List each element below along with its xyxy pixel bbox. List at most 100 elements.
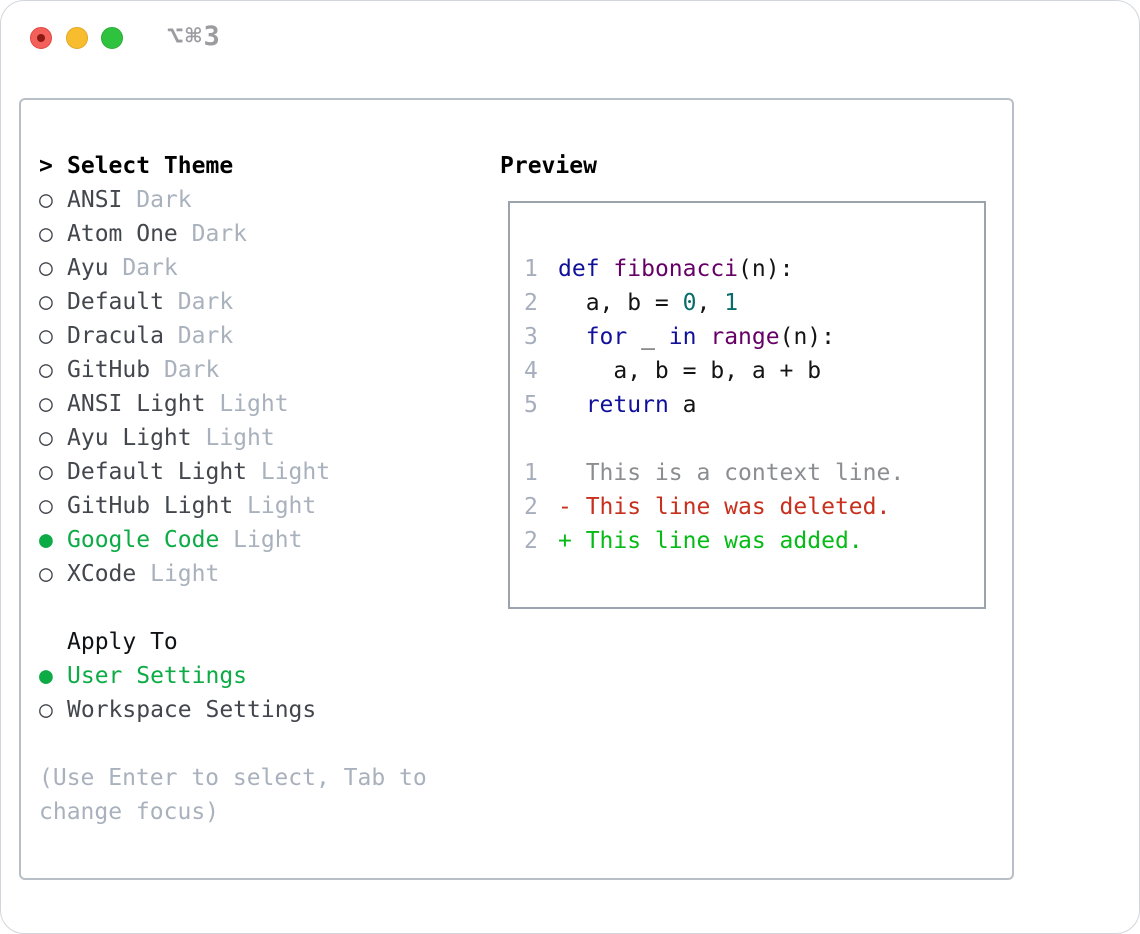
code-line: 5 return a (524, 388, 984, 422)
option-label: Google Code (67, 527, 220, 553)
option-label: Workspace Settings (67, 697, 317, 723)
option-label: XCode (67, 561, 137, 587)
radio-off-icon: ○ (39, 391, 53, 417)
apply-to-indent (39, 629, 67, 655)
prompt-marker-icon: > (39, 153, 53, 179)
theme-option-default-light[interactable]: ○Default Light Light (39, 455, 427, 489)
apply-to-title: Apply To (67, 629, 178, 655)
apply-to-header-row: Apply To (39, 625, 427, 659)
apply-to-list: ● User Settings ○ Workspace Settings (39, 659, 427, 727)
code-token-pl: a, b = b, a + b (558, 358, 822, 384)
option-variant: Dark (122, 187, 192, 213)
option-label: Atom One (67, 221, 178, 247)
option-variant: Dark (163, 323, 234, 349)
radio-off-icon: ○ (39, 357, 53, 383)
code-token-fn: range (710, 324, 780, 350)
radio-on-icon: ● (39, 527, 53, 553)
code-token-add: + This line was added. (558, 528, 863, 554)
code-token-pl (558, 324, 586, 350)
option-variant: Dark (150, 357, 220, 383)
theme-option-xcode[interactable]: ○ XCode Light (39, 557, 427, 591)
option-variant: Light (191, 425, 275, 451)
diff-line: 1 This is a context line. (524, 456, 984, 490)
code-token-kw: def (558, 256, 600, 282)
radio-on-icon: ● (39, 663, 53, 689)
code-token-pl: a (668, 392, 697, 418)
close-dot-icon (37, 34, 45, 42)
option-label: Ayu Light (67, 425, 192, 451)
line-number: 4 (524, 358, 538, 384)
radio-off-icon: ○ (39, 459, 53, 485)
window-title: ⌥⌘3 (167, 21, 222, 52)
radio-off-icon: ○ (39, 697, 53, 723)
code-line: 2 a, b = 0, 1 (524, 286, 984, 320)
code-token-lit: 1 (724, 290, 739, 316)
option-label: ANSI Light (67, 391, 206, 417)
theme-option-default[interactable]: ○Default Dark (39, 285, 427, 319)
spacer (39, 591, 427, 625)
code-token-ctx: This is a context line. (558, 460, 905, 486)
apply-option-user-settings[interactable]: ● User Settings (39, 659, 427, 693)
theme-option-ayu-light[interactable]: ○ Ayu Light Light (39, 421, 427, 455)
code-line: 4 a, b = b, a + b (524, 354, 984, 388)
code-token-pl: (n): (779, 324, 835, 350)
radio-off-icon: ○ (39, 221, 53, 247)
theme-option-google-code[interactable]: ●Google Code Light (39, 523, 427, 557)
radio-off-icon: ○ (39, 493, 53, 519)
line-number: 2 (524, 528, 538, 554)
spacer (39, 727, 427, 761)
preview-title: Preview (500, 153, 597, 179)
option-label: Default (67, 289, 164, 315)
option-label: GitHub Light (67, 493, 234, 519)
option-label: GitHub (67, 357, 151, 383)
theme-option-ayu[interactable]: ○Ayu Dark (39, 251, 427, 285)
line-number: 5 (524, 392, 538, 418)
theme-option-github[interactable]: ○ GitHub Dark (39, 353, 427, 387)
option-label: User Settings (67, 663, 248, 689)
apply-option-workspace-settings[interactable]: ○ Workspace Settings (39, 693, 427, 727)
theme-option-atom-one[interactable]: ○ Atom One Dark (39, 217, 427, 251)
code-token-fn: fibonacci (613, 256, 739, 282)
minimize-button[interactable] (66, 27, 88, 49)
radio-off-icon: ○ (39, 425, 53, 451)
code-token-pl (558, 392, 586, 418)
code-line: 1 def fibonacci(n): (524, 252, 984, 286)
option-variant: Light (205, 391, 289, 417)
radio-off-icon: ○ (39, 561, 53, 587)
radio-off-icon: ○ (39, 255, 53, 281)
code-token-pl: , (696, 290, 725, 316)
diff-line: 2- This line was deleted. (524, 490, 984, 524)
code-token-kw: return (585, 392, 669, 418)
radio-off-icon: ○ (39, 323, 53, 349)
theme-option-ansi-light[interactable]: ○ ANSI Light Light (39, 387, 427, 421)
spacer (524, 422, 984, 456)
radio-off-icon: ○ (39, 187, 53, 213)
option-variant: Dark (108, 255, 178, 281)
option-variant: Light (136, 561, 220, 587)
option-variant: Dark (177, 221, 248, 247)
help-text-line1: (Use Enter to select, Tab to (39, 765, 427, 791)
code-token-pl (697, 324, 711, 350)
line-number: 1 (524, 256, 538, 282)
code-token-pl (600, 256, 614, 282)
code-token-kw: in (668, 324, 697, 350)
maximize-button[interactable] (101, 27, 123, 49)
diff-line: 2 + This line was added. (524, 524, 984, 558)
option-variant: Light (233, 493, 317, 519)
select-theme-header: >Select Theme (39, 149, 427, 183)
code-token-pl: (n): (738, 256, 794, 282)
code-token-lit: 0 (682, 290, 697, 316)
option-label: Dracula (67, 323, 164, 349)
theme-option-dracula[interactable]: ○ Dracula Dark (39, 319, 427, 353)
help-text-line2: change focus) (39, 799, 220, 825)
close-button[interactable] (30, 27, 52, 49)
option-label: ANSI (67, 187, 123, 213)
theme-list: ○ANSI Dark○Atom One Dark○Ayu Dark○Defaul… (39, 183, 427, 591)
theme-option-github-light[interactable]: ○ GitHub Light Light (39, 489, 427, 523)
main-panel: >Select Theme ○ANSI Dark○Atom One Dark○A… (19, 98, 1014, 880)
option-label: Default Light (67, 459, 248, 485)
line-number: 1 (524, 460, 538, 486)
theme-option-ansi[interactable]: ○ ANSI Dark (39, 183, 427, 217)
